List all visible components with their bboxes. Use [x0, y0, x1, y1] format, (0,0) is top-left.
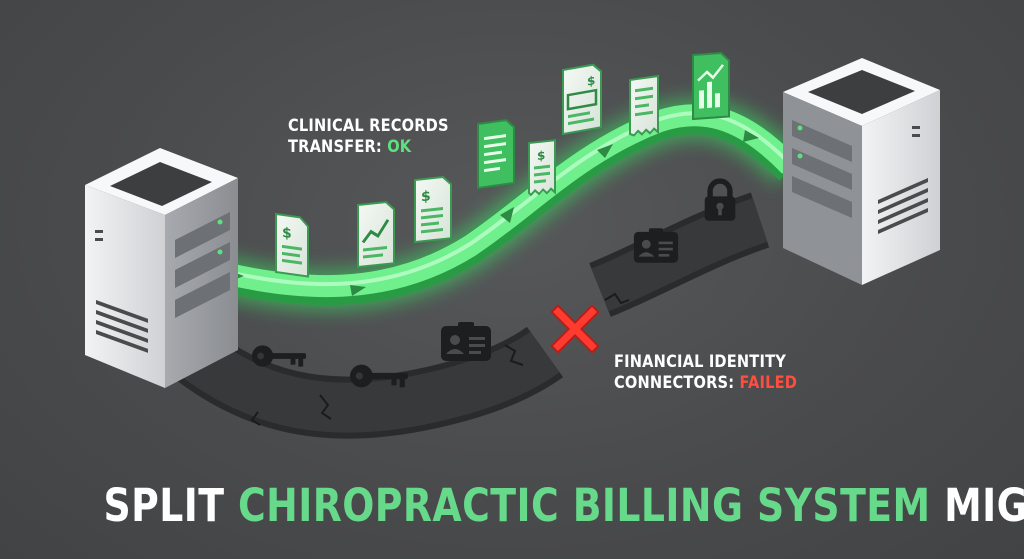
receipt-icon: $	[528, 139, 556, 197]
clinical-line2: TRANSFER: OK	[288, 137, 412, 157]
id-card-icon	[633, 228, 679, 263]
document-text-icon	[477, 119, 515, 190]
diagram-title: SPLIT CHIROPRACTIC BILLING SYSTEM MIGRAT…	[103, 479, 1024, 532]
id-card-icon	[441, 322, 491, 361]
clinical-line1: CLINICAL RECORDS	[288, 116, 449, 136]
financial-line1: FINANCIAL IDENTITY	[614, 352, 786, 372]
clinical-records-label: CLINICAL RECORDS TRANSFER: OK	[288, 116, 449, 158]
destination-server	[783, 58, 940, 285]
status-ok: OK	[387, 137, 412, 157]
x-mark-icon	[550, 304, 600, 354]
broken-financial-path	[168, 181, 770, 439]
svg-text:$: $	[421, 188, 431, 205]
arrow-icon	[743, 130, 759, 142]
arrow-icon	[500, 207, 514, 223]
documents-in-transit: $ $ $ $	[275, 52, 730, 278]
document-dollar-icon: $	[562, 63, 602, 136]
document-dollar-icon: $	[414, 176, 452, 244]
status-failed: FAILED	[739, 373, 798, 393]
document-chart-icon	[692, 52, 730, 121]
key-icon	[251, 345, 307, 367]
document-dollar-icon: $	[275, 212, 309, 278]
financial-line2: CONNECTORS: FAILED	[614, 373, 798, 393]
padlock-icon	[705, 181, 736, 221]
document-chart-icon	[357, 201, 395, 269]
arrow-icon	[350, 285, 366, 296]
financial-identity-label: FINANCIAL IDENTITY CONNECTORS: FAILED	[614, 352, 797, 394]
arrow-icon	[597, 144, 613, 158]
source-server	[85, 148, 238, 388]
svg-text:$: $	[587, 73, 595, 88]
svg-text:$: $	[537, 148, 545, 163]
svg-text:$: $	[282, 225, 292, 242]
receipt-icon	[629, 74, 659, 137]
